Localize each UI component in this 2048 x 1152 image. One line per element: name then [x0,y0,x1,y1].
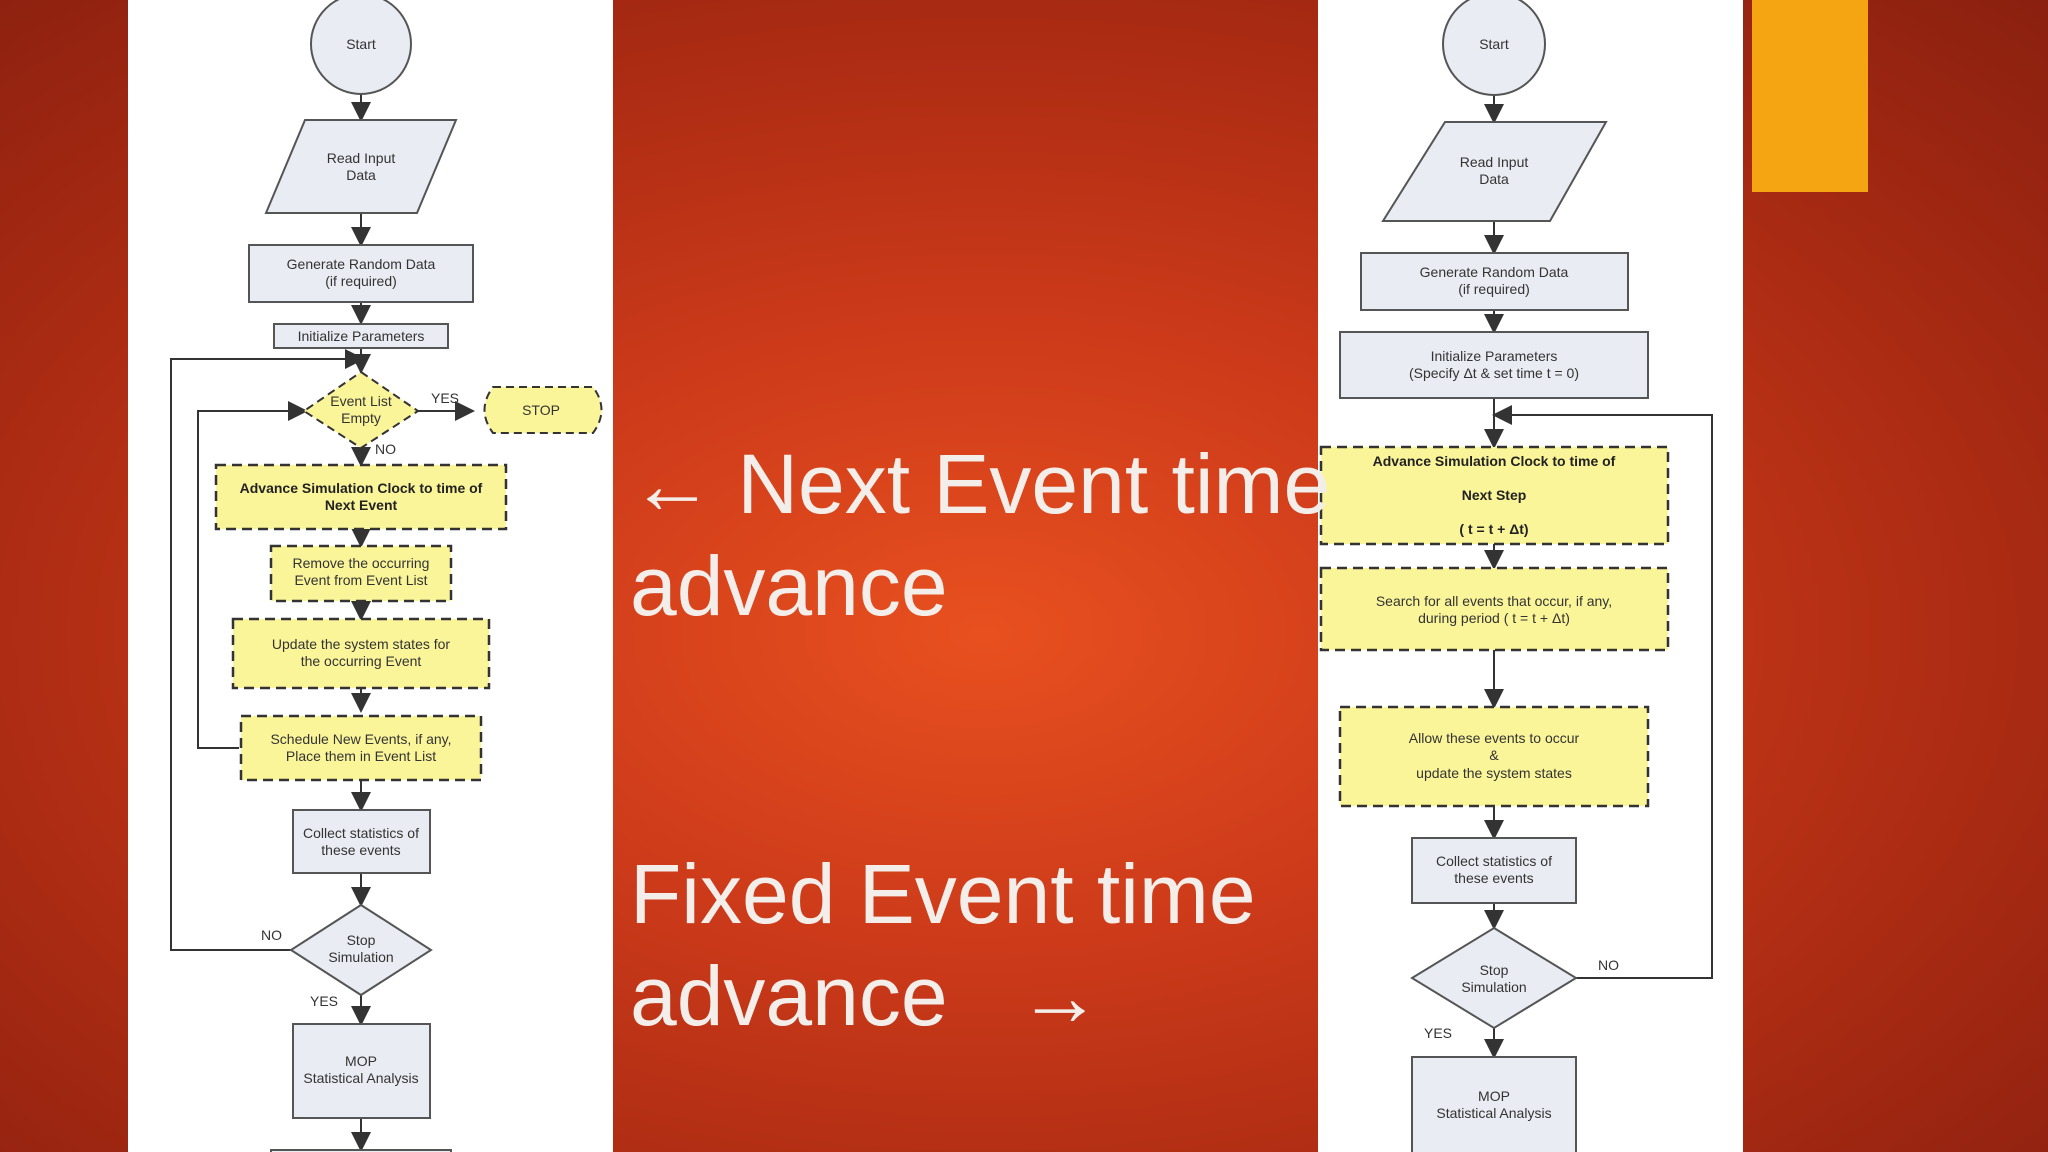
fixed-time-flowchart-svg: Start Read Input Data Generate Random Da… [1319,0,1713,1152]
svg-text:Remove the occurring: Remove the occurring [293,555,430,571]
svg-text:Collect statistics of: Collect statistics of [303,825,419,841]
svg-text:Read Input: Read Input [327,150,396,166]
svg-text:Initialize Parameters: Initialize Parameters [1431,348,1558,364]
svg-text:MOP: MOP [345,1053,377,1069]
svg-text:Place them in Event List: Place them in Event List [286,748,436,764]
next-event-flowchart: Start Read Input Data Generate Random Da… [128,0,613,1152]
mop-node: MOP Statistical Analysis [292,1023,431,1119]
svg-text:Generate Random Data: Generate Random Data [287,256,436,272]
next-event-line-2: advance [630,539,948,633]
svg-text:Initialize Parameters: Initialize Parameters [298,328,425,344]
stop-simulation-decision: Stop Simulation [289,903,433,997]
start-node: Start [310,0,412,95]
fixed-event-line-2: advance → [630,949,1102,1043]
svg-text:Empty: Empty [341,410,381,426]
svg-text:(if required): (if required) [1458,281,1530,297]
stop-simulation-decision: Stop Simulation [1410,926,1578,1030]
svg-text:Advance Simulation Clock to ti: Advance Simulation Clock to time of [240,480,483,496]
svg-text:&: & [1489,747,1499,763]
stop-no-label: NO [261,927,282,943]
fixed-event-caption: Fixed Event time advance → [630,843,1256,1047]
svg-text:these events: these events [1454,870,1533,886]
svg-text:Event from Event List: Event from Event List [294,572,427,588]
init-params-node: Initialize Parameters (Specify Δt & set … [1339,331,1649,399]
svg-text:Event List: Event List [330,393,392,409]
mop-node: MOP Statistical Analysis [1411,1056,1577,1152]
advance-clock-node: Advance Simulation Clock to time of Next… [214,463,508,531]
generate-random-node: Generate Random Data (if required) [1360,252,1629,311]
svg-text:Statistical Analysis: Statistical Analysis [1436,1105,1551,1121]
svg-text:Advance Simulation Clock to ti: Advance Simulation Clock to time of [1373,453,1616,469]
svg-text:MOP: MOP [1478,1088,1510,1104]
svg-text:Simulation: Simulation [1461,979,1526,995]
svg-text:(Specify Δt & set time t = 0): (Specify Δt & set time t = 0) [1409,365,1579,381]
svg-text:update the system states: update the system states [1416,765,1572,781]
init-params-node: Initialize Parameters [273,323,449,349]
svg-text:( t = t + Δt): ( t = t + Δt) [1459,521,1528,537]
start-node: Start [1442,0,1546,96]
svg-text:Allow these events to occur: Allow these events to occur [1409,730,1580,746]
collect-stats-node: Collect statistics of these events [1411,837,1577,904]
svg-text:Start: Start [346,36,376,52]
collect-stats-node: Collect statistics of these events [292,809,431,874]
fixed-time-flowchart: Start Read Input Data Generate Random Da… [1318,0,1743,1152]
stop-no-label: NO [1598,957,1619,973]
event-list-empty-decision: Event List Empty [302,370,420,450]
stop-yes-label: YES [310,993,338,1009]
svg-text:Data: Data [1479,171,1509,187]
yes-label: YES [431,390,459,406]
fixed-event-line-1: Fixed Event time [630,847,1256,941]
read-input-node: Read Input Data [264,119,458,214]
svg-text:these events: these events [321,842,400,858]
schedule-events-node: Schedule New Events, if any, Place them … [239,714,483,782]
next-event-flowchart-svg: Start Read Input Data Generate Random Da… [170,0,603,1152]
svg-text:during period ( t = t + Δt): during period ( t = t + Δt) [1418,610,1570,626]
allow-events-node: Allow these events to occur & update the… [1338,705,1650,808]
search-events-node: Search for all events that occur, if any… [1319,566,1670,652]
svg-text:Next Event: Next Event [325,497,398,513]
stop-yes-label: YES [1424,1025,1452,1041]
update-states-node: Update the system states for the occurri… [231,617,491,690]
no-label: NO [375,441,396,457]
stop-terminal: STOP [483,386,603,434]
svg-text:Data: Data [346,167,376,183]
svg-text:Search for all events that occ: Search for all events that occur, if any… [1376,593,1612,609]
next-event-line-1: ← Next Event time [630,437,1331,531]
generate-random-node: Generate Random Data (if required) [248,244,474,303]
svg-text:Update the system states for: Update the system states for [272,636,451,652]
svg-text:Stop: Stop [1480,962,1509,978]
svg-text:the occurring Event: the occurring Event [301,653,422,669]
svg-text:Statistical Analysis: Statistical Analysis [303,1070,418,1086]
svg-text:Next Step: Next Step [1462,487,1527,503]
svg-text:Collect statistics of: Collect statistics of [1436,853,1552,869]
svg-text:Read Input: Read Input [1460,154,1529,170]
svg-text:Start: Start [1479,36,1509,52]
accent-bar [1752,0,1868,192]
svg-text:Stop: Stop [347,932,376,948]
svg-text:Schedule New Events, if any,: Schedule New Events, if any, [270,731,451,747]
svg-text:(if required): (if required) [325,273,397,289]
advance-clock-node: Advance Simulation Clock to time of Next… [1319,445,1670,546]
svg-text:Generate Random Data: Generate Random Data [1420,264,1569,280]
svg-text:Simulation: Simulation [328,949,393,965]
next-event-caption: ← Next Event time advance [630,433,1330,637]
remove-event-node: Remove the occurring Event from Event Li… [269,544,453,603]
read-input-node: Read Input Data [1381,121,1608,222]
svg-text:STOP: STOP [522,402,560,418]
